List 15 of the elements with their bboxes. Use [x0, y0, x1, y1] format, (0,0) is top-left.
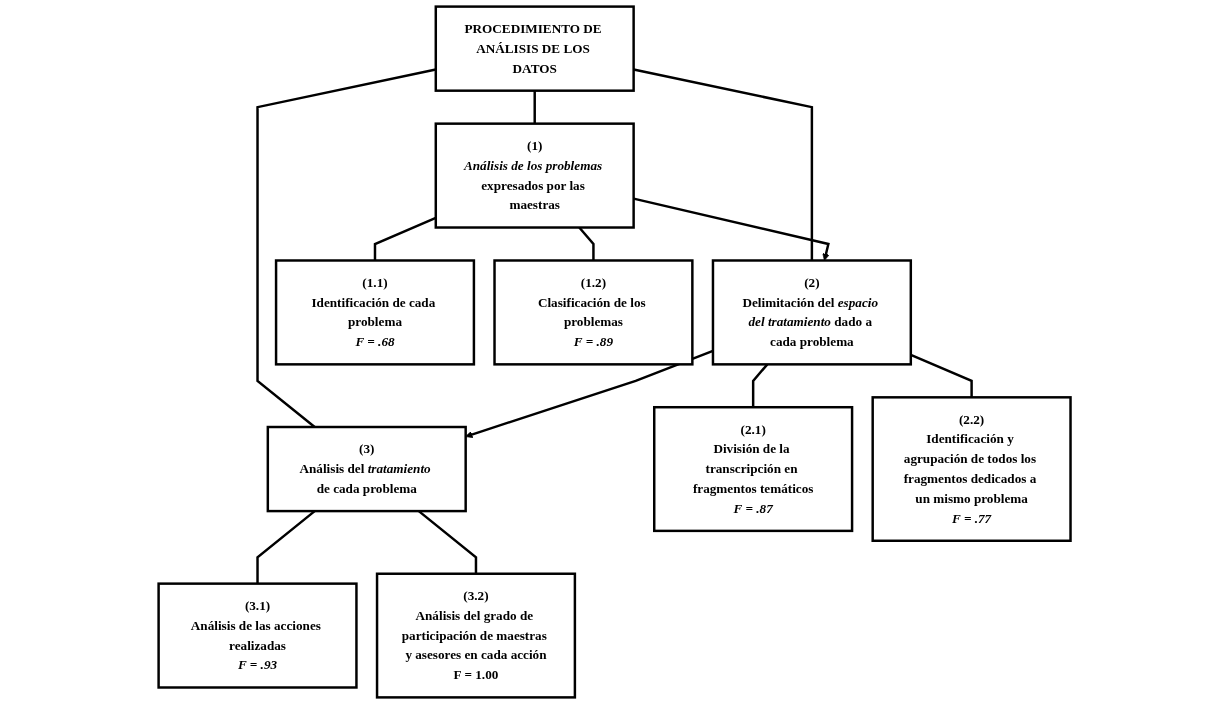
node-box: (3.2) Análisis del grado de participación de maestras y asesores en cada acción F = 1.00: [375, 572, 577, 699]
node-box: (2.1) División de la transcripción en fragmentos temáticos F = .87: [652, 406, 854, 533]
node-box: (2) Delimitación del espacio del tratamiento dado a cada problema: [711, 259, 912, 366]
connector: [533, 90, 536, 124]
node-box: (1) Análisis de los problemas expresados por las maestras: [434, 122, 635, 229]
node-box: (1.2) Clasificación de los problemas F = .89: [493, 259, 694, 366]
node-box: PROCEDIMIENTO DE ANÁLISIS DE LOS DATOS: [434, 5, 635, 92]
node-box: (3) Análisis del tratamiento de cada problema: [266, 425, 467, 513]
node-box: (3.1) Análisis de las acciones realizadas F = .93: [157, 582, 358, 689]
node-box: (1.1) Identificación de cada problema F = .68: [274, 259, 476, 366]
connector: [910, 353, 973, 398]
connector: [633, 68, 814, 261]
arrow: [633, 197, 830, 261]
node-box: (2.2) Identificación y agrupación de todos los fragmentos dedicados a un mismo problema F = .77: [871, 396, 1072, 542]
connector: [256, 68, 436, 428]
